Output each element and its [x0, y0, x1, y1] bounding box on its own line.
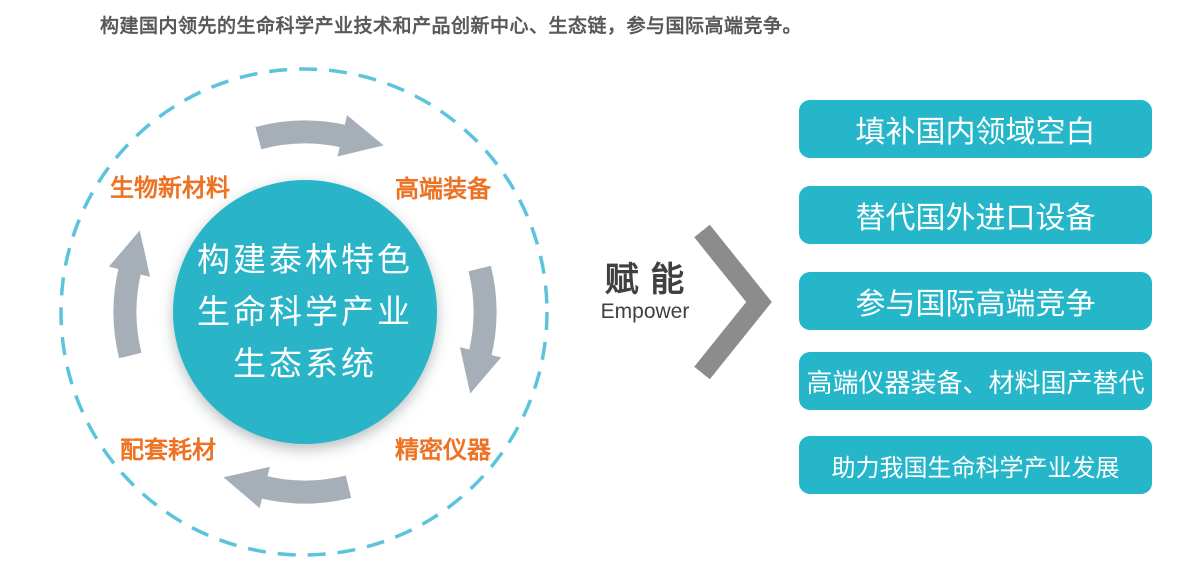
quadrant-label-supporting-consumables: 配套耗材: [120, 437, 216, 464]
center-circle: 构建泰林特色 生命科学产业 生态系统: [173, 180, 437, 444]
quadrant-label-high-end-equipment: 高端装备: [395, 176, 491, 203]
empower-subtitle: Empower: [600, 300, 690, 323]
benefit-box: 高端仪器装备、材料国产替代: [799, 352, 1152, 410]
benefit-box: 助力我国生命科学产业发展: [799, 436, 1152, 494]
benefit-box-label: 替代国外进口设备: [855, 202, 1096, 235]
benefit-box-label: 参与国际高端竞争: [855, 288, 1096, 321]
benefit-box: 参与国际高端竞争: [799, 272, 1152, 330]
center-circle-line: 生态系统: [233, 345, 377, 382]
empower-block: 赋 能 Empower: [578, 261, 712, 324]
quadrant-label-bio-new-materials: 生物新材料: [110, 175, 230, 202]
page-title: 构建国内领先的生命科学产业技术和产品创新中心、生态链，参与国际高端竞争。: [100, 16, 803, 37]
center-circle-line: 构建泰林特色: [197, 241, 413, 278]
benefit-box-label: 助力我国生命科学产业发展: [831, 454, 1120, 482]
benefit-box: 填补国内领域空白: [799, 100, 1152, 158]
cycle-arrow-top-icon: [255, 115, 384, 157]
quadrant-label-precision-instruments: 精密仪器: [395, 437, 491, 464]
benefit-box-label: 高端仪器装备、材料国产替代: [806, 367, 1145, 398]
dashed-circle: [59, 67, 549, 557]
cycle-arrow-right-icon: [459, 265, 502, 394]
empower-title: 赋 能: [604, 261, 686, 299]
chevron-right-icon: [694, 224, 772, 380]
center-circle-line: 生命科学产业: [197, 293, 413, 330]
cycle-arrow-left-icon: [108, 230, 151, 359]
cycle-arrow-bottom-icon: [223, 466, 352, 509]
benefit-box-label: 填补国内领域空白: [855, 116, 1096, 149]
benefit-box: 替代国外进口设备: [799, 186, 1152, 244]
